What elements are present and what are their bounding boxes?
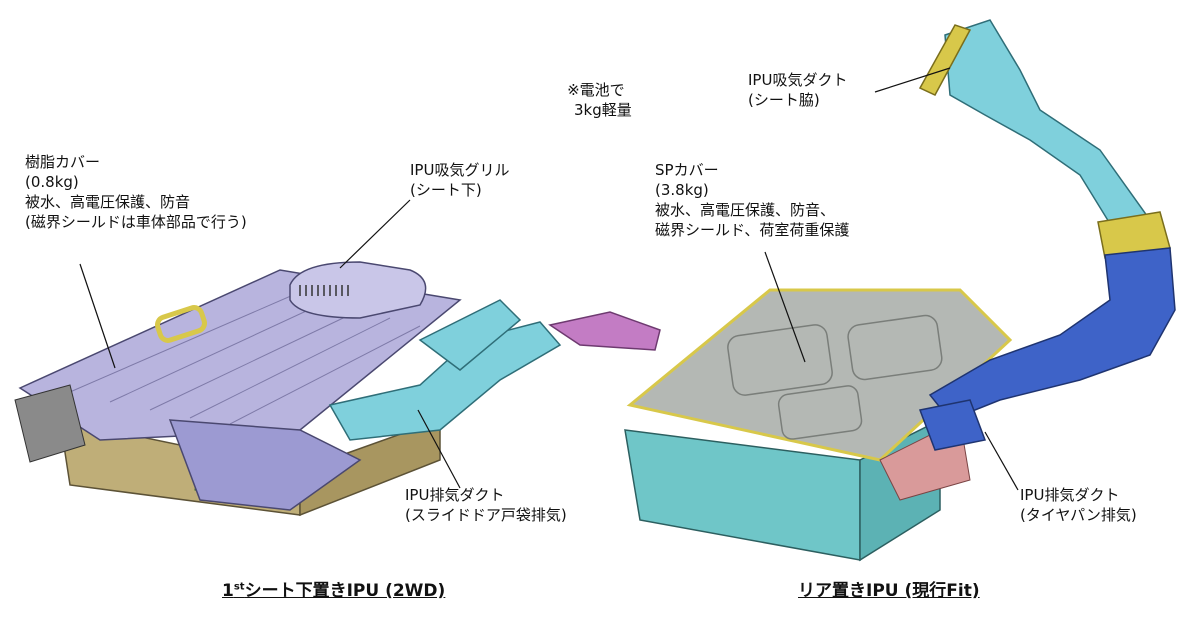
left-frame-plate: [168, 419, 362, 511]
leader-left-grille: [339, 199, 411, 269]
left-intake-grille: [289, 261, 427, 319]
right-intake-location: (シート脇): [748, 91, 820, 109]
left-cover-function: 被水、高電圧保護、防音: [25, 193, 191, 211]
left-caption-main: シート下置きIPU (2WD): [244, 581, 446, 601]
right-cover-function: 被水、高電圧保護、防音、: [655, 201, 836, 219]
right-exhaust-label: IPU排気ダクト (タイヤパン排気): [1020, 485, 1137, 525]
left-exhaust-title: IPU排気ダクト: [405, 486, 505, 504]
left-caption-sup: st: [233, 581, 245, 593]
left-yellow-port: [154, 305, 208, 343]
leader-left-cover: [79, 263, 116, 369]
weight-note-line1: ※電池で: [567, 81, 625, 99]
right-exhaust-title: IPU排気ダクト: [1020, 486, 1120, 504]
left-grille-label: IPU吸気グリル (シート下): [410, 160, 509, 200]
leader-right-cover: [764, 251, 806, 363]
right-exhaust-location: (タイヤパン排気): [1020, 506, 1137, 524]
right-intake-title: IPU吸気ダクト: [748, 71, 848, 89]
right-exhaust-duct: [928, 247, 1176, 421]
left-cover-label: 樹脂カバー (0.8kg) 被水、高電圧保護、防音 (磁界シールドは車体部品で行…: [25, 152, 247, 232]
left-duct-mount: [418, 299, 522, 371]
left-exhaust-location: (スライドドア戸袋排気): [405, 506, 567, 524]
right-battery-tray: [624, 429, 861, 561]
right-cover-title: SPカバー: [655, 161, 719, 179]
left-grille-location: (シート下): [410, 181, 482, 199]
right-intake-flange: [918, 24, 972, 96]
left-pink-bracket: [548, 311, 661, 351]
left-harness-block: [14, 384, 86, 463]
weight-note: ※電池で 3kg軽量: [560, 80, 632, 120]
right-caption-main: リア置きIPU (現行Fit): [798, 581, 980, 601]
left-cover-title: 樹脂カバー: [25, 153, 101, 171]
left-exhaust-label: IPU排気ダクト (スライドドア戸袋排気): [405, 485, 567, 525]
right-intake-label: IPU吸気ダクト (シート脇): [748, 70, 847, 110]
right-intake-duct: [944, 19, 1152, 242]
left-unit-caption: 1stシート下置きIPU (2WD): [222, 576, 445, 601]
right-cover-weight: (3.8kg): [655, 181, 709, 199]
right-ipu-assembly: [624, 19, 1176, 562]
left-cover-weight: (0.8kg): [25, 173, 79, 191]
right-unit-caption: リア置きIPU (現行Fit): [798, 576, 980, 601]
right-duct-outlet: [918, 399, 987, 451]
right-cover-label: SPカバー (3.8kg) 被水、高電圧保護、防音、 磁界シールド、荷室荷重保護: [655, 160, 849, 240]
leader-left-exhaust: [417, 409, 461, 489]
right-cover-note: 磁界シールド、荷室荷重保護: [655, 221, 850, 239]
left-caption-prefix: 1: [222, 581, 234, 601]
left-exhaust-duct: [328, 321, 562, 441]
left-grille-title: IPU吸気グリル: [410, 161, 510, 179]
right-sp-cover: [626, 288, 1013, 462]
left-ipu-assembly: [14, 261, 661, 517]
leader-right-intake: [874, 67, 951, 93]
leader-right-exhaust: [984, 431, 1019, 491]
weight-note-line2: 3kg軽量: [574, 101, 632, 119]
left-cover-note: (磁界シールドは車体部品で行う): [25, 213, 247, 231]
